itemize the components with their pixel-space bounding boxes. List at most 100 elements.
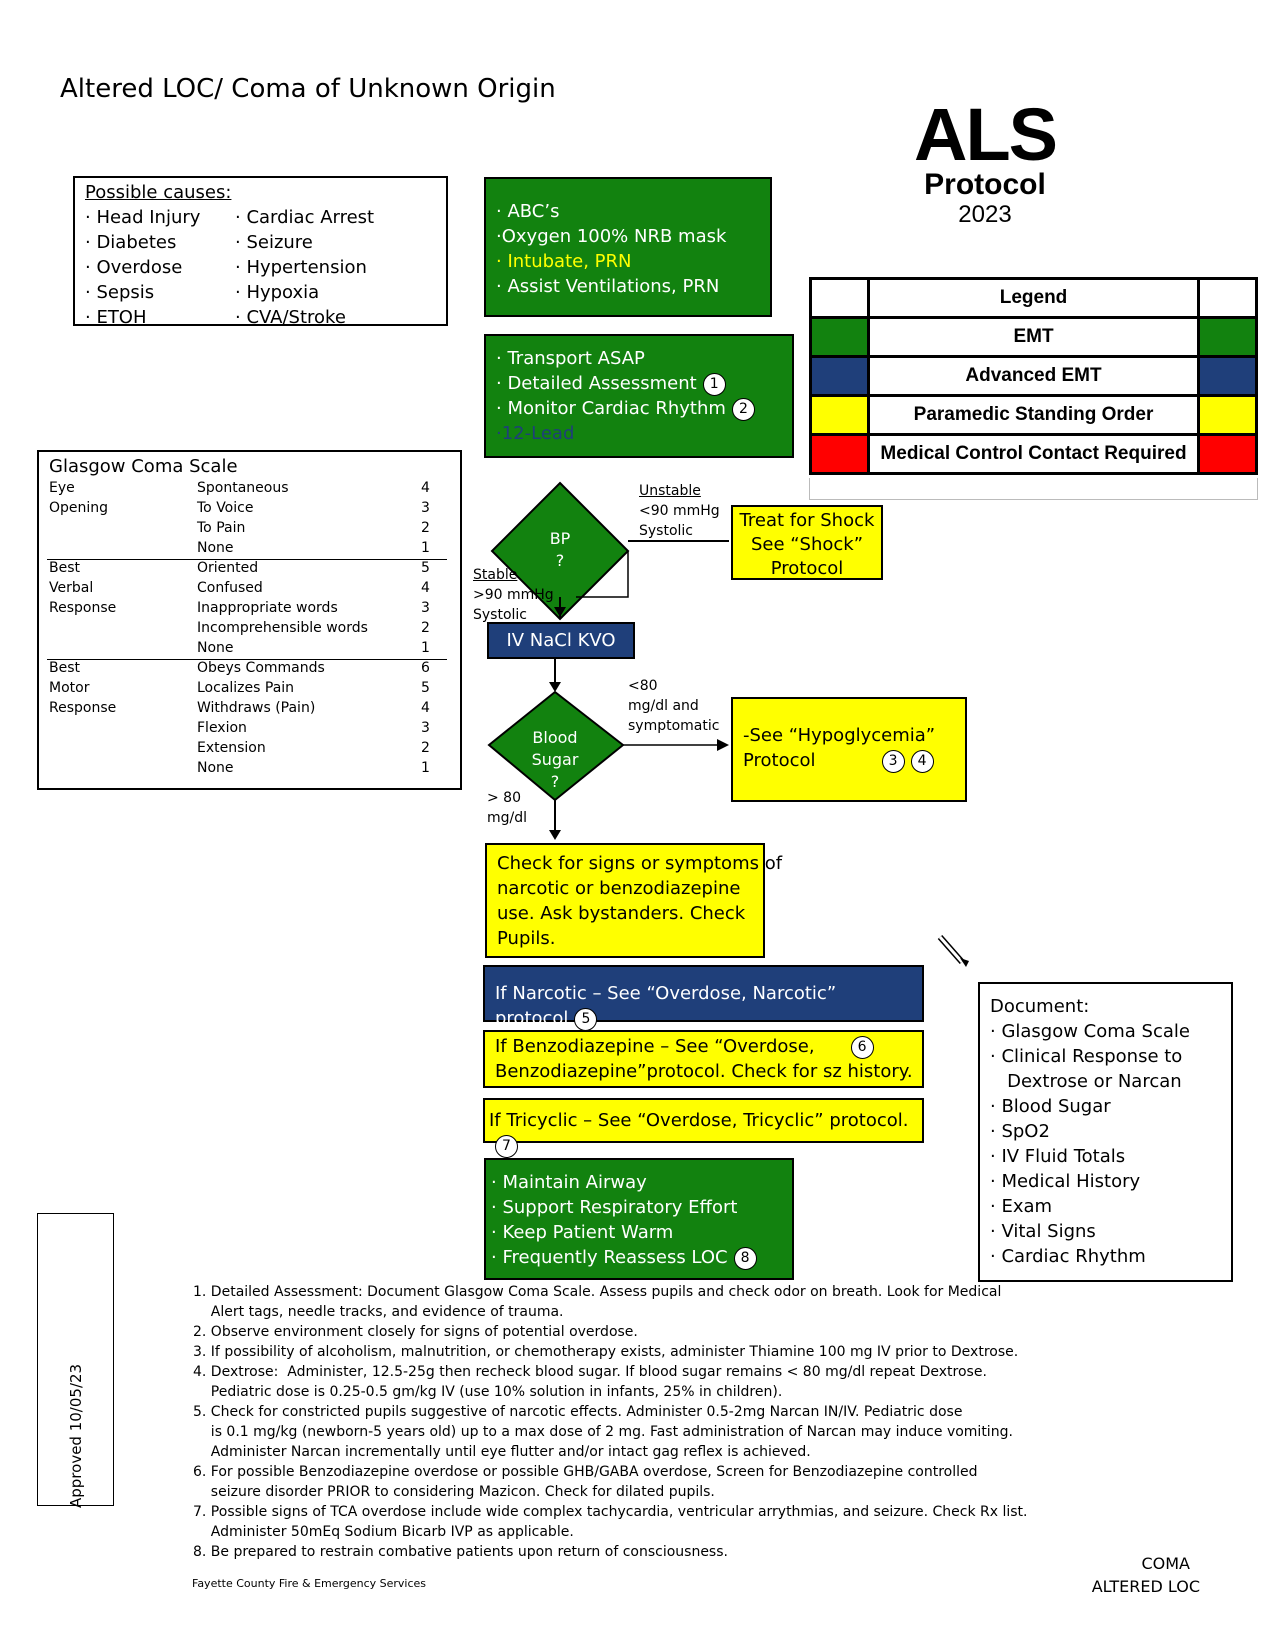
check-line: use. Ask bystanders. Check bbox=[497, 903, 746, 924]
gcs-score: 4 bbox=[421, 700, 430, 716]
gcs-item: Spontaneous bbox=[197, 480, 289, 496]
bp-label: BP ? bbox=[530, 528, 590, 572]
bp-label-q: ? bbox=[555, 551, 565, 570]
narcotic-text: If Narcotic – See “Overdose, Narcotic” p… bbox=[495, 983, 837, 1029]
gcs-score: 2 bbox=[421, 620, 430, 636]
abc-line-intubate: · Intubate, PRN bbox=[496, 251, 632, 272]
transport-line-12lead: ·12-Lead bbox=[496, 423, 575, 444]
gcs-score: 3 bbox=[421, 720, 430, 736]
cause-item: · Cardiac Arrest bbox=[235, 207, 375, 228]
document-item: · Clinical Response to bbox=[990, 1046, 1183, 1067]
gcs-score: 2 bbox=[421, 520, 430, 536]
transport-line: · Detailed Assessment bbox=[496, 373, 697, 394]
footnotes: 1. Detailed Assessment: Document Glasgow… bbox=[193, 1282, 1028, 1562]
logo-year: 2023 bbox=[958, 201, 1012, 228]
footnote-line: seizure disorder PRIOR to considering Ma… bbox=[193, 1484, 715, 1500]
possible-causes-box: Possible causes: · Head Injury · Diabete… bbox=[73, 176, 448, 328]
note-ref-6: 6 bbox=[850, 1035, 874, 1059]
gcs-item: Oriented bbox=[197, 560, 259, 576]
gcs-eye-label: Eye bbox=[49, 480, 75, 496]
maintain-line: · Keep Patient Warm bbox=[491, 1222, 674, 1243]
unstable-threshold: <90 mmHg bbox=[639, 503, 720, 519]
stable-text: Stable bbox=[473, 567, 518, 583]
footnote-line: 3. If possibility of alcoholism, malnutr… bbox=[193, 1344, 1019, 1360]
note-ref-4: 4 bbox=[910, 749, 934, 773]
gcs-score: 1 bbox=[421, 540, 430, 556]
shock-box: Treat for Shock See “Shock” Protocol bbox=[731, 505, 883, 580]
benzo-line: Benzodiazepine”protocol. Check for sz hi… bbox=[495, 1061, 913, 1082]
cause-item: · ETOH bbox=[85, 307, 147, 328]
gcs-score: 1 bbox=[421, 640, 430, 656]
footnote-line: 6. For possible Benzodiazepine overdose … bbox=[193, 1464, 978, 1480]
transport-line: · Transport ASAP bbox=[496, 348, 645, 369]
gcs-item: Confused bbox=[197, 580, 263, 596]
legend-swatch-emt bbox=[809, 316, 870, 358]
benzo-line: If Benzodiazepine – See “Overdose, bbox=[495, 1036, 815, 1057]
gcs-verbal-label: Verbal bbox=[49, 580, 94, 596]
note-ref-8: 8 bbox=[733, 1246, 757, 1270]
gcs-divider bbox=[47, 559, 447, 560]
gcs-score: 2 bbox=[421, 740, 430, 756]
cause-item: · Overdose bbox=[85, 257, 183, 278]
gcs-title: Glasgow Coma Scale bbox=[49, 456, 238, 477]
bp-stable-label: Stable >90 mmHg Systolic bbox=[473, 565, 554, 625]
gcs-item: Flexion bbox=[197, 720, 247, 736]
sugar-q: ? bbox=[550, 772, 560, 791]
unstable-systolic: Systolic bbox=[639, 523, 693, 539]
cause-item: · CVA/Stroke bbox=[235, 307, 346, 328]
abc-line: · Assist Ventilations, PRN bbox=[496, 276, 720, 297]
hypo-line: Protocol bbox=[743, 750, 816, 771]
maintain-line: · Frequently Reassess LOC bbox=[491, 1247, 728, 1268]
footnote-line: 8. Be prepared to restrain combative pat… bbox=[193, 1544, 728, 1560]
abc-line: · ABC’s bbox=[496, 201, 560, 222]
logo-als: ALS bbox=[914, 93, 1058, 176]
high-text: > 80 bbox=[487, 790, 521, 806]
footnote-line: Administer Narcan incrementally until ey… bbox=[193, 1444, 811, 1460]
gcs-item: Localizes Pain bbox=[197, 680, 295, 696]
check-line: Pupils. bbox=[497, 928, 556, 949]
abc-box: · ABC’s ·Oxygen 100% NRB mask · Intubate… bbox=[484, 177, 772, 317]
als-protocol-logo: ALS Protocol 2023 bbox=[895, 93, 1075, 230]
footnote-line: 4. Dextrose: Administer, 12.5-25g then r… bbox=[193, 1364, 987, 1380]
footnote-line: 7. Possible signs of TCA overdose includ… bbox=[193, 1504, 1028, 1520]
gcs-score: 6 bbox=[421, 660, 430, 676]
tricyclic-box: If Tricyclic – See “Overdose, Tricyclic”… bbox=[483, 1098, 924, 1158]
legend-header: Legend bbox=[867, 277, 1200, 319]
maintain-line: · Support Respiratory Effort bbox=[491, 1197, 738, 1218]
tricyclic-text: If Tricyclic – See “Overdose, Tricyclic”… bbox=[489, 1110, 909, 1131]
footnote-line: 5. Check for constricted pupils suggesti… bbox=[193, 1404, 963, 1420]
document-heading: Document: bbox=[990, 996, 1090, 1017]
check-signs-box: Check for signs or symptoms of narcotic … bbox=[485, 843, 782, 958]
gcs-score: 1 bbox=[421, 760, 430, 776]
gcs-item: None bbox=[197, 760, 234, 776]
cause-item: · Hypertension bbox=[235, 257, 367, 278]
gcs-score: 3 bbox=[421, 600, 430, 616]
check-line: narcotic or benzodiazepine bbox=[497, 878, 741, 899]
sugar-text: Sugar bbox=[531, 750, 579, 769]
footnote-line: 2. Observe environment closely for signs… bbox=[193, 1324, 638, 1340]
legend-bottom-strip bbox=[809, 478, 1258, 500]
document-item: · Glasgow Coma Scale bbox=[990, 1021, 1190, 1042]
shock-line: Protocol bbox=[770, 558, 844, 579]
cause-item: · Hypoxia bbox=[235, 282, 320, 303]
maintain-box: · Maintain Airway · Support Respiratory … bbox=[484, 1158, 794, 1280]
pencil-icon bbox=[937, 935, 969, 967]
low-text: mg/dl and bbox=[628, 698, 699, 714]
gcs-item: Withdraws (Pain) bbox=[197, 700, 316, 716]
approved-box: Approved 10/05/23 bbox=[37, 1213, 114, 1508]
gcs-item: Inappropriate words bbox=[197, 600, 338, 616]
stable-systolic: Systolic bbox=[473, 607, 527, 623]
shock-line: See “Shock” bbox=[750, 534, 864, 555]
benzodiazepine-box: If Benzodiazepine – See “Overdose, 6 Benz… bbox=[483, 1030, 924, 1088]
gcs-motor-label: Motor bbox=[49, 680, 90, 696]
legend-aemt: Advanced EMT bbox=[867, 355, 1200, 397]
blood-sugar-label: Blood Sugar ? bbox=[520, 727, 590, 793]
page-title: Altered LOC/ Coma of Unknown Origin bbox=[60, 74, 556, 104]
legend-medical-control: Medical Control Contact Required bbox=[867, 433, 1200, 475]
gcs-eye-label: Opening bbox=[49, 500, 109, 516]
legend-table: Legend EMT Advanced EMT Paramedic Standi… bbox=[809, 277, 1258, 475]
high-text: mg/dl bbox=[487, 810, 528, 826]
sugar-text: Blood bbox=[532, 728, 578, 747]
cause-item: · Diabetes bbox=[85, 232, 177, 253]
